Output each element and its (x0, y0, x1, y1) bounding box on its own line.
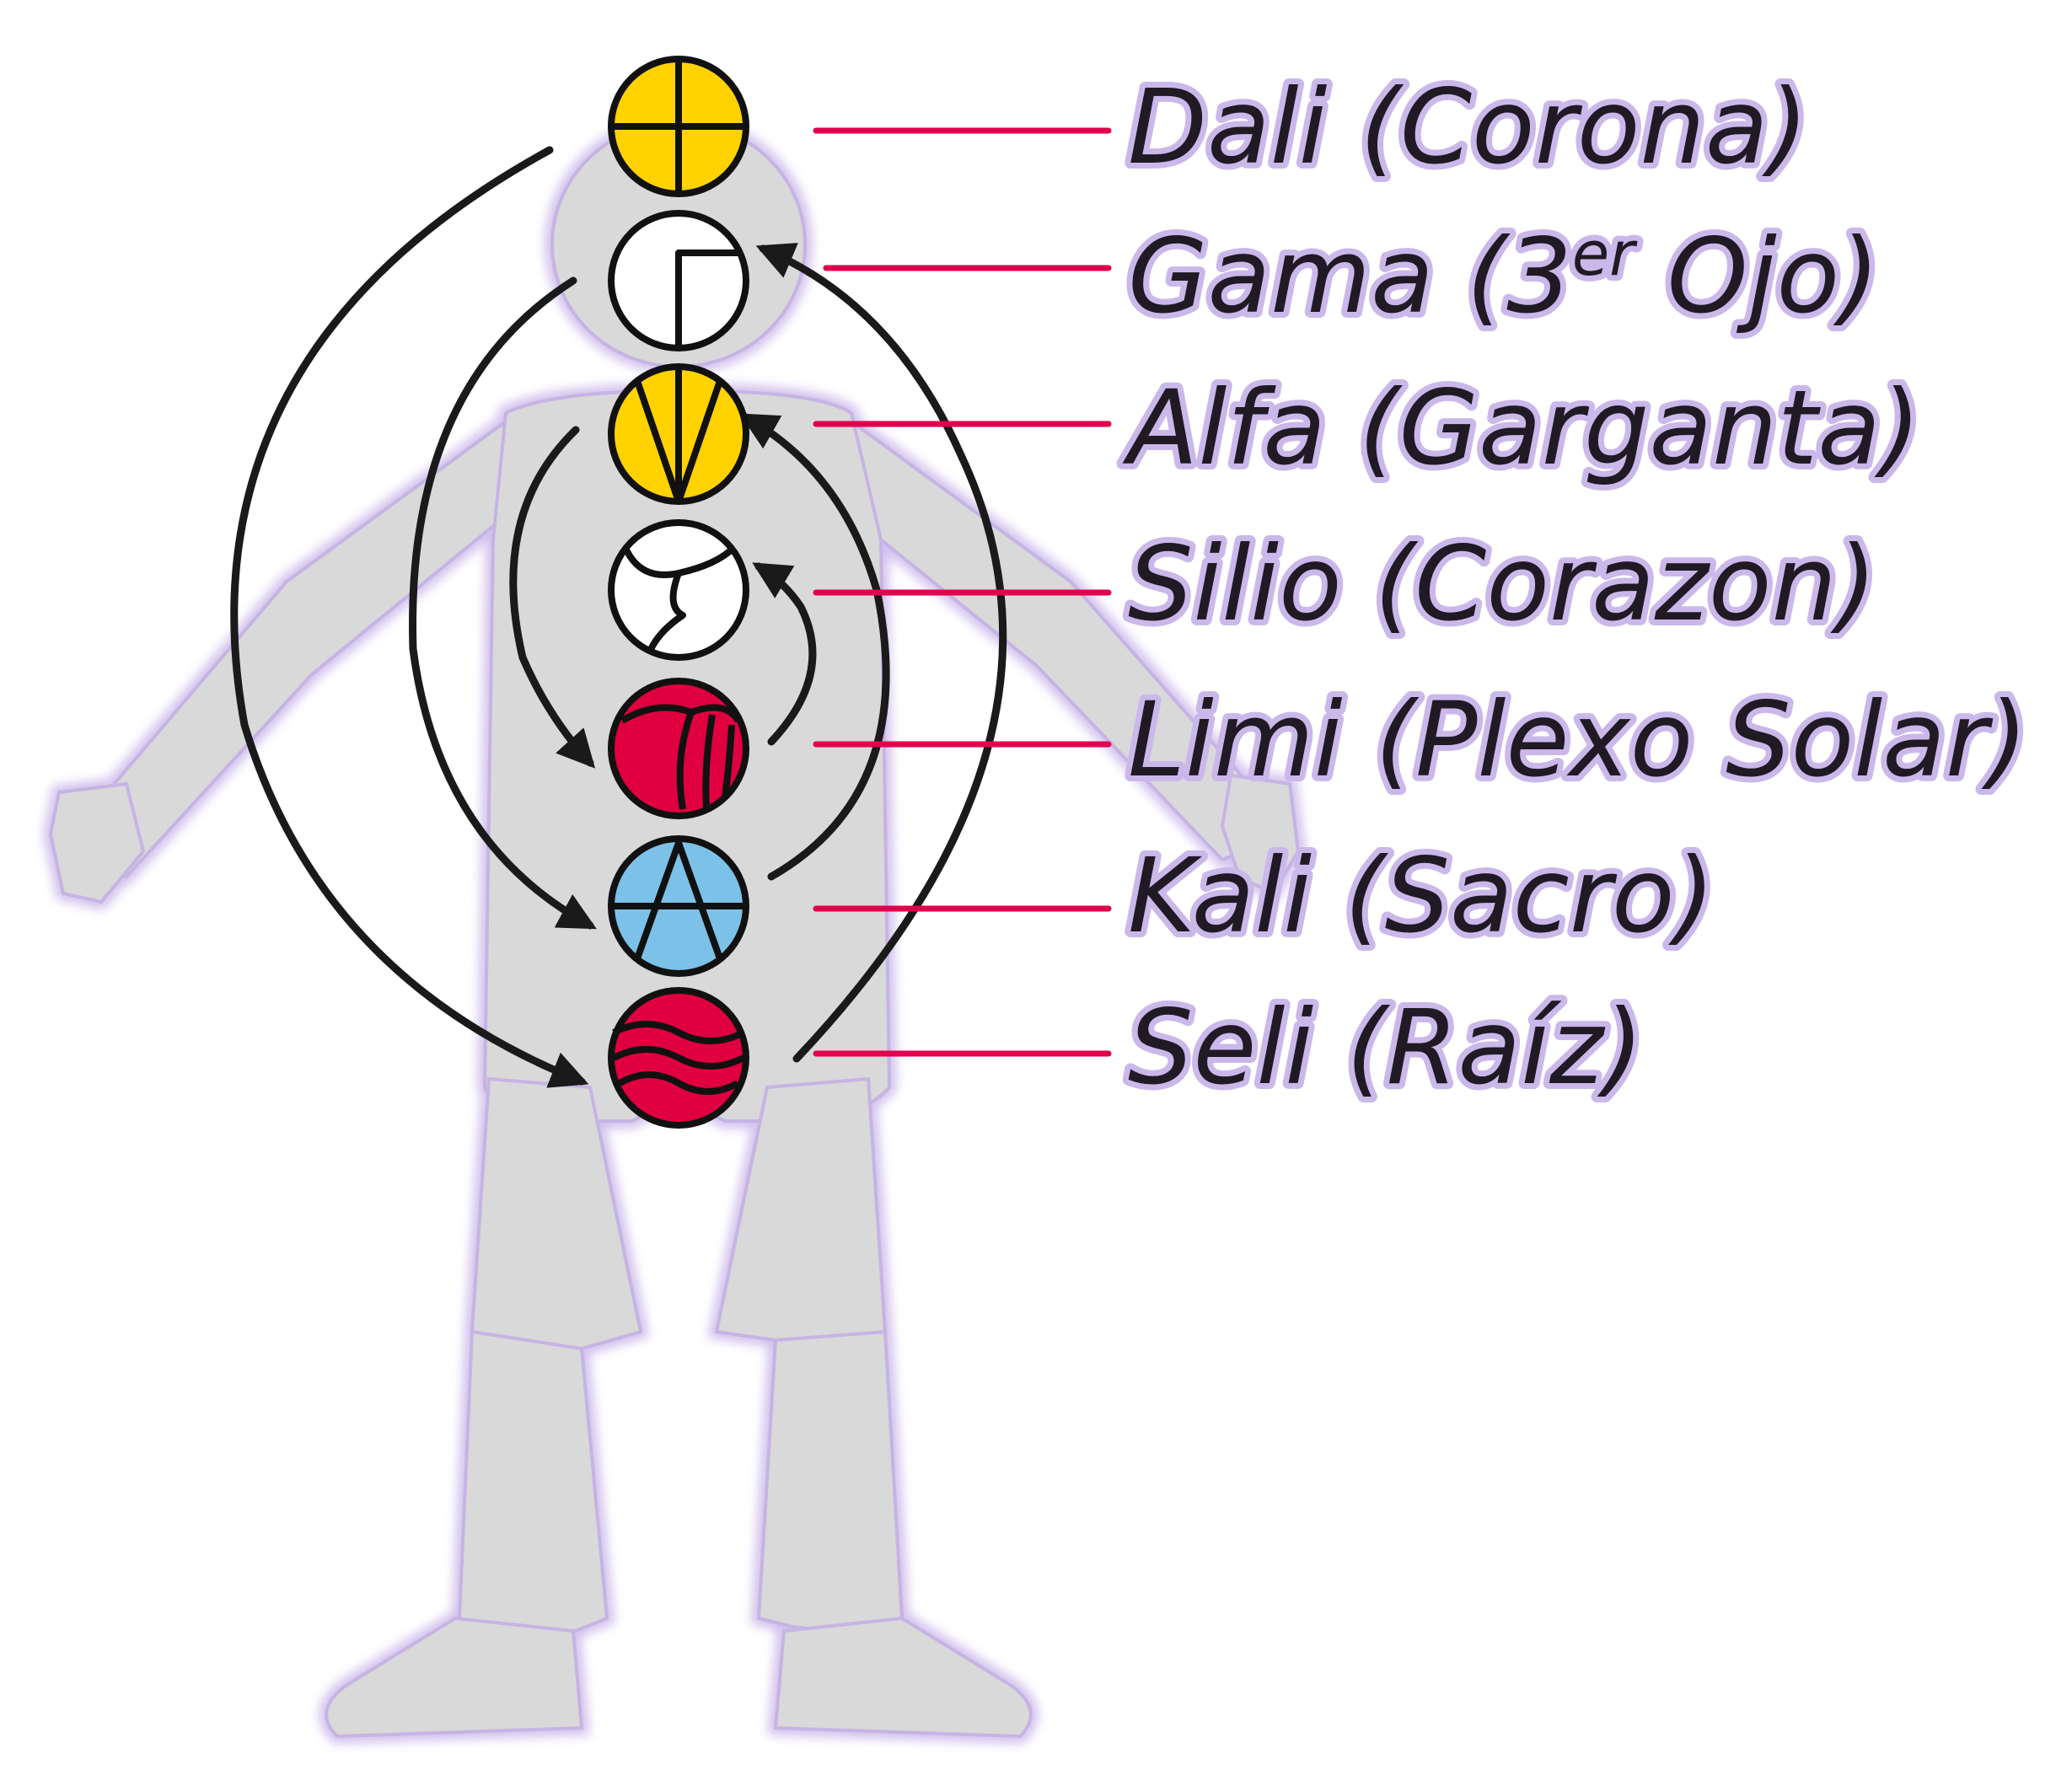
label-kali: Kali (Sacro) (1128, 836, 1715, 956)
label-silio: Silio (Corazon) (1128, 524, 1877, 644)
v-triangle-icon (608, 363, 749, 505)
label-gama: Gama (3er Ojo) (1128, 217, 1880, 336)
cross-circle-icon (608, 56, 749, 197)
waves-icon (608, 987, 749, 1129)
energy-arrows (230, 146, 1007, 1088)
label-limi: Limi (Plexo Solar) (1128, 680, 2028, 800)
arrow-dali-to-seli (230, 146, 589, 1088)
arrow-gama-to-kali (409, 276, 597, 930)
a-triangle-icon (608, 835, 749, 977)
chakra-symbols (608, 56, 749, 1129)
label-gama-post: Ojo) (1635, 217, 1880, 336)
arrow-alfa-to-limi (509, 426, 596, 769)
label-dali: Dali (Corona) (1128, 67, 1808, 187)
wave-swirl-icon (608, 519, 749, 661)
arrow-limi-to-silio (752, 562, 817, 746)
label-seli: Seli (Raíz) (1128, 988, 1644, 1108)
label-gama-sup: er (1572, 218, 1638, 289)
curved-stripes-icon (608, 678, 749, 819)
square-corner-icon (608, 210, 749, 351)
arrow-kali-to-alfa (739, 413, 890, 881)
leader-lines (813, 127, 1112, 1057)
chakra-labels: Dali (Corona) Gama (3er Ojo) Alfa (Garga… (1116, 62, 2034, 1113)
human-figure (42, 115, 1307, 1745)
arrow-seli-to-gama (755, 243, 1007, 1063)
label-alfa: Alfa (Garganta) (1122, 368, 1921, 488)
label-gama-pre: Gama (3 (1128, 217, 1572, 336)
